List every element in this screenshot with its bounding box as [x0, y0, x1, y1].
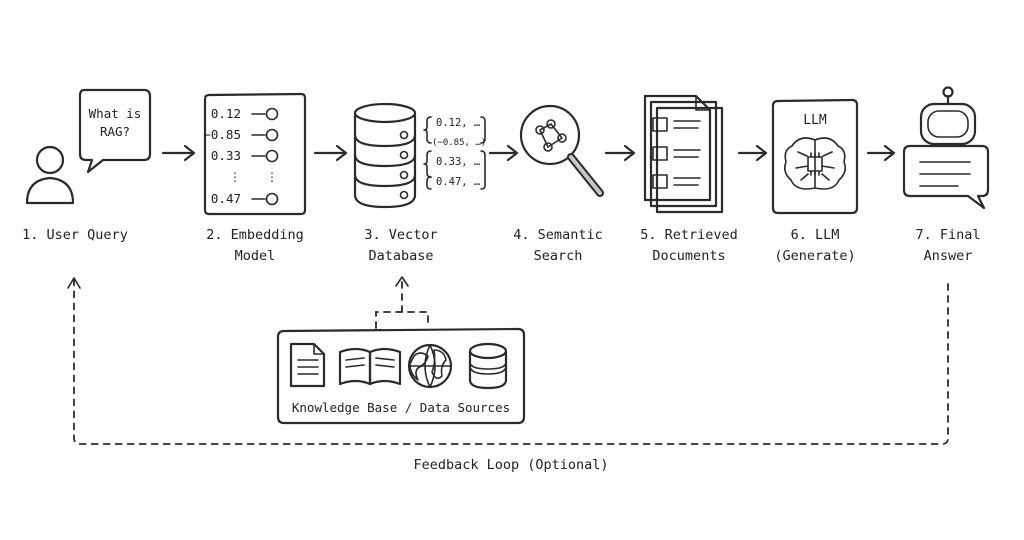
arrow-5-to-6 — [737, 144, 768, 162]
query-bubble-line1: What is — [89, 106, 142, 121]
documents-icon — [643, 94, 724, 214]
step-4-line2: Search — [533, 248, 583, 264]
step-2-line2: Model — [234, 248, 276, 264]
vector-value-3: 0.33, … — [436, 156, 480, 168]
speech-bubble-icon — [78, 88, 152, 174]
arrow-6-to-7 — [866, 144, 896, 162]
step-2-line1: 2. Embedding — [206, 227, 304, 243]
embedding-ellipsis: ⋮ — [229, 170, 241, 184]
vector-value-2: (−0.85, …) — [432, 138, 486, 148]
arrow-3-to-4 — [488, 144, 519, 162]
step-7-line2: Answer — [923, 248, 973, 264]
query-bubble-line2: RAG? — [100, 124, 130, 139]
kb-connector — [375, 276, 429, 329]
step-5-line2: Documents — [652, 248, 726, 264]
embedding-value-1: 0.12 — [211, 106, 241, 121]
knowledge-base-panel — [276, 327, 526, 425]
embedding-value-2: −0.85 — [203, 127, 241, 142]
magnifier-icon — [519, 104, 604, 197]
step-3-line1: 3. Vector — [364, 227, 438, 243]
vector-brackets — [423, 116, 486, 190]
step-7-label: 7. Final Answer — [883, 225, 1013, 267]
knowledge-base-label: Knowledge Base / Data Sources — [292, 400, 510, 415]
step-4-line1: 4. Semantic — [513, 227, 603, 243]
step-7-line1: 7. Final — [915, 227, 981, 243]
step-5-label: 5. Retrieved Documents — [624, 225, 754, 267]
step-6-label: 6. LLM (Generate) — [750, 225, 880, 267]
feedback-loop-label: Feedback Loop (Optional) — [413, 457, 609, 473]
step-1-label: 1. User Query — [10, 225, 140, 246]
feedback-loop-line — [67, 277, 949, 445]
vector-value-1: 0.12, … — [436, 117, 480, 129]
vector-value-4: 0.47, … — [436, 176, 480, 188]
robot-icon — [919, 86, 977, 146]
answer-bubble-icon — [902, 144, 990, 210]
kb-database-icon — [468, 342, 508, 390]
step-2-label: 2. Embedding Model — [190, 225, 320, 267]
svg-text:⋮: ⋮ — [266, 170, 278, 184]
step-4-label: 4. Semantic Search — [493, 225, 623, 267]
brain-chip-icon — [784, 137, 846, 190]
step-1-line1: 1. User Query — [22, 227, 128, 243]
embedding-nodes: ⋮ — [251, 107, 279, 206]
document-icon — [289, 342, 326, 388]
globe-icon — [407, 343, 453, 389]
llm-panel — [771, 98, 859, 215]
arrow-2-to-3 — [313, 144, 348, 162]
llm-panel-label: LLM — [803, 113, 827, 128]
database-icon — [353, 102, 417, 209]
step-3-label: 3. Vector Database — [336, 225, 466, 267]
step-5-line1: 5. Retrieved — [640, 227, 738, 243]
book-icon — [338, 347, 402, 386]
step-3-line2: Database — [368, 248, 434, 264]
embedding-value-3: 0.33 — [211, 148, 241, 163]
arrow-4-to-5 — [604, 144, 636, 162]
step-6-line1: 6. LLM — [790, 227, 840, 243]
embedding-panel — [203, 92, 307, 216]
user-icon — [25, 145, 75, 205]
arrow-1-to-2 — [161, 144, 196, 162]
embedding-value-4: 0.47 — [211, 191, 241, 206]
flow-arrows — [161, 144, 896, 162]
step-6-line2: (Generate) — [774, 248, 856, 264]
